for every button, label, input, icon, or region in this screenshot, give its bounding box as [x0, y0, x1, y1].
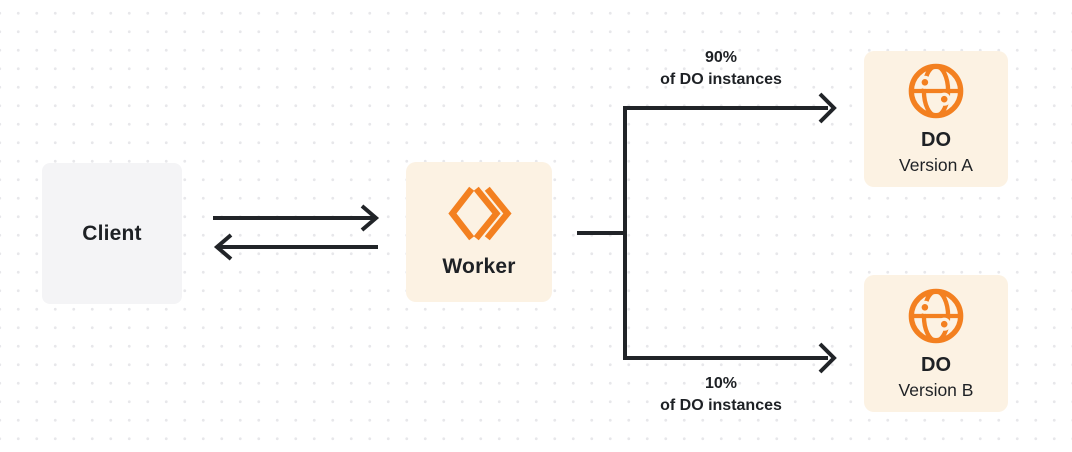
split-bottom-label: 10% of DO instances: [591, 373, 851, 417]
arrow-to-version-a-head: [818, 92, 837, 124]
globe-icon: [908, 63, 964, 119]
client-node: Client: [42, 163, 182, 304]
split-bottom-percent: 10%: [704, 375, 738, 392]
cloudflare-workers-icon: [448, 186, 512, 241]
split-top-percent: 90%: [704, 49, 738, 66]
do-version-a-subtitle: Version A: [899, 155, 973, 175]
split-top-caption: of DO instances: [660, 71, 782, 88]
split-top-label: 90% of DO instances: [591, 47, 851, 91]
split-bottom-caption: of DO instances: [660, 397, 782, 414]
worker-label: Worker: [442, 255, 516, 278]
split-branch-lines: [623, 106, 828, 360]
globe-icon: [908, 288, 964, 343]
client-label: Client: [82, 221, 142, 245]
do-version-b-node: DO Version B: [864, 275, 1008, 412]
do-version-a-node: DO Version A: [864, 51, 1008, 187]
do-version-b-title: DO: [921, 353, 951, 376]
worker-node: Worker: [406, 162, 552, 302]
arrow-to-version-b-head: [818, 342, 837, 374]
do-version-b-subtitle: Version B: [898, 379, 974, 400]
do-version-a-title: DO: [921, 129, 951, 151]
client-to-worker-arrowhead: [360, 204, 380, 232]
worker-to-client-arrowhead: [213, 233, 233, 261]
